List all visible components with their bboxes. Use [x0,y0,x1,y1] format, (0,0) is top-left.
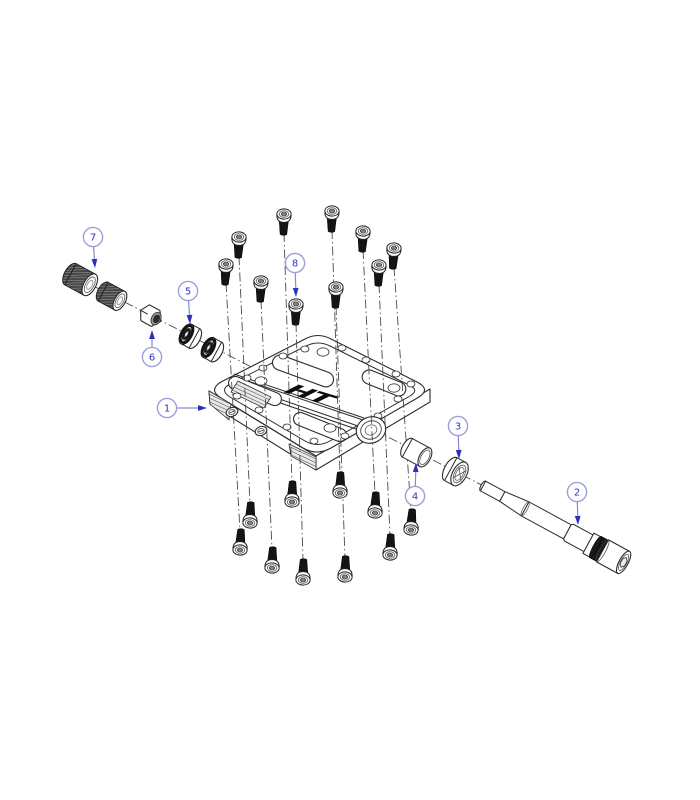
callout-circle[interactable] [82,226,104,248]
callout-3[interactable]: 3 [447,415,469,459]
callout-number: 3 [455,421,461,432]
bearing-outer [178,323,203,349]
pin-top [218,258,234,286]
callout-balloons: 1 2 3 4 5 6 7 8 [82,226,588,525]
end-cap-inner [95,281,128,312]
callout-number: 8 [292,258,298,269]
callout-arrowhead-icon [574,515,581,525]
callout-6[interactable]: 6 [141,330,163,368]
pin-top [371,259,387,287]
callout-circle[interactable] [284,252,306,274]
pin-top [276,208,292,236]
callout-number: 5 [185,286,191,297]
traction-pins [218,205,419,586]
callout-1[interactable]: 1 [156,397,207,419]
callout-circle[interactable] [566,481,588,503]
callout-7[interactable]: 7 [82,226,104,268]
pin-top [386,242,402,270]
callout-5[interactable]: 5 [177,280,199,324]
callout-2[interactable]: 2 [566,481,588,525]
callout-circle[interactable] [156,397,178,419]
axle-tube [355,416,387,444]
callout-number: 1 [164,403,170,414]
pin-top [328,281,344,309]
pin-insertion-axes [225,229,412,562]
pin-top [324,205,340,233]
pin-bottom [242,501,258,529]
pin-top [355,225,371,253]
callout-circle[interactable] [447,415,469,437]
callout-arrowhead-icon [292,287,299,297]
pin-bottom [232,528,248,556]
callout-leader-line [93,246,96,260]
callout-arrowhead-icon [149,330,155,339]
callout-number: 6 [149,352,155,363]
pin-bottom [284,480,300,508]
pin-bottom [264,546,280,574]
pin-bottom [337,555,353,583]
callout-number: 4 [412,491,418,502]
callout-arrowhead-icon [91,258,98,268]
callout-arrowhead-icon [186,314,193,324]
pin-top [253,275,269,303]
pin-top [288,298,304,326]
pin-bottom [403,508,419,536]
seal-ring [441,456,469,487]
callout-arrowhead-icon [198,405,207,411]
pin-bottom [367,491,383,519]
callout-number: 7 [90,232,96,243]
pedal-body: HT [208,334,431,471]
pin-holes [232,344,416,445]
callout-number: 2 [574,487,580,498]
axle-spindle [479,480,632,575]
end-cap-pair [62,262,128,312]
callout-circle[interactable] [177,280,199,302]
end-cap-outer [62,262,99,297]
bushing [400,437,433,468]
pin-bottom [295,558,311,586]
callout-arrowhead-icon [412,463,419,473]
callout-8[interactable]: 8 [284,252,306,297]
hex-nut [140,304,162,327]
callout-leader-line [187,300,191,316]
pin-bottom [382,533,398,561]
callout-arrowhead-icon [455,449,462,459]
bearing-inner [200,336,225,363]
body-screw [254,425,268,437]
callout-circle[interactable] [141,346,163,368]
callout-4[interactable]: 4 [404,463,426,507]
pin-bottom [332,471,348,499]
callout-circle[interactable] [404,485,426,507]
bearing-pair [178,323,225,363]
pin-top [231,231,247,259]
